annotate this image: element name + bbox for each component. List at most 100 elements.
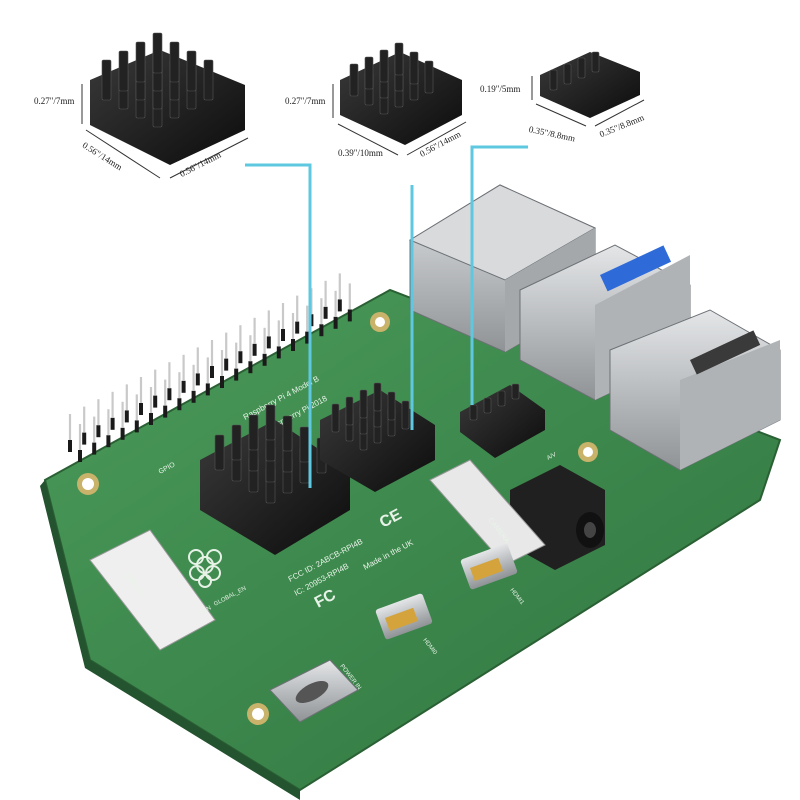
usb3-port-insert	[600, 245, 672, 292]
run-label: RUN	[198, 605, 212, 616]
heatsink-fin	[152, 32, 163, 74]
gpio-pin-base	[234, 368, 239, 381]
heatsink-fins	[349, 42, 434, 115]
gpio-pin-base	[110, 417, 115, 430]
gpio-pin-base	[305, 331, 310, 344]
gpio-pin-base	[92, 442, 97, 455]
gpio-header	[68, 273, 352, 462]
heatsink-fin	[511, 383, 520, 400]
gpio-pin-base	[96, 425, 101, 438]
heatsink-small-on-board	[460, 385, 545, 458]
gpio-pin-base	[262, 353, 267, 366]
hdmi0-port	[375, 593, 433, 640]
leader-line-large	[245, 163, 312, 488]
gpio-pin-base	[68, 440, 72, 452]
heatsink-fin	[345, 396, 354, 426]
gpio-pin-base	[177, 398, 182, 411]
heatsink-fin	[101, 59, 112, 101]
heatsink-fin	[469, 404, 478, 421]
gpio-pin-base	[319, 324, 324, 337]
gpio-pin-base	[181, 380, 186, 393]
gpio-pin-base	[149, 413, 153, 425]
heatsink-fin	[282, 415, 293, 452]
heatsink-fin	[409, 51, 419, 85]
usb2-port-insert	[690, 330, 761, 375]
heatsink-fin	[265, 404, 276, 441]
heatsink-fin	[214, 434, 225, 471]
gpio-pin-base	[337, 299, 342, 312]
heatsink-fin	[331, 403, 340, 433]
gpio-pin-base	[238, 351, 243, 364]
heatsink-fin	[135, 41, 146, 83]
heatsink-fin	[203, 59, 214, 101]
gpio-pin-base	[266, 336, 271, 349]
gpio-pin-base	[139, 403, 143, 415]
heatsink-fin	[359, 389, 368, 419]
heatsink-fin	[387, 391, 396, 421]
gpio-pin-base	[205, 383, 210, 396]
heatsink-fin	[577, 57, 586, 79]
gpio-pin-base	[248, 361, 253, 374]
display-connector	[89, 529, 216, 651]
heatsink-fin	[364, 56, 374, 90]
heatsink-fin	[401, 400, 410, 430]
dim-medium-height: 0.27"/7mm	[285, 96, 326, 106]
usb-ports	[519, 244, 781, 471]
heatsink-fin	[186, 50, 197, 92]
gpio-pin-base	[220, 376, 224, 388]
heatsink-fins	[101, 32, 214, 128]
dim-large-height: 0.27"/7mm	[34, 96, 75, 106]
heatsink-fin	[349, 63, 359, 97]
hdmi1-port	[460, 543, 518, 590]
heatsink-fin	[549, 69, 558, 91]
heatsink-fin	[118, 50, 129, 92]
dim-small-height: 0.19"/5mm	[480, 84, 521, 94]
raspberry-pi-board	[40, 288, 782, 800]
heatsink-fin	[231, 424, 242, 461]
gpio-pin-base	[82, 432, 87, 445]
heatsink-fins	[331, 382, 410, 451]
camera-connector	[429, 459, 546, 566]
raspberry-logo	[188, 549, 222, 588]
gpio-pin-base	[195, 373, 200, 386]
heatsink-fin	[591, 51, 600, 73]
leader-line-small	[470, 145, 528, 405]
gpio-pin-base	[281, 329, 285, 341]
gpio-pin-base	[78, 450, 82, 462]
av-label: A/V	[546, 452, 557, 462]
heatsink-fin	[497, 390, 506, 407]
gpio-pin-base	[120, 427, 125, 440]
heatsink-fin	[299, 426, 310, 463]
usb-c-power-port	[269, 659, 359, 723]
gpio-pin-base	[210, 366, 214, 378]
gpio-pin-base	[163, 405, 168, 418]
heatsink-fin	[379, 49, 389, 83]
gpio-pin-base	[106, 435, 111, 448]
gpio-pin-base	[134, 420, 139, 433]
gpio-pin-base	[333, 316, 338, 329]
gpio-pin-base	[295, 321, 300, 334]
gpio-pin-base	[153, 395, 158, 408]
gpio-pin-base	[252, 343, 257, 356]
gpio-pin-base	[191, 390, 196, 403]
heatsink-fin	[169, 41, 180, 83]
heatsink-fin	[373, 382, 382, 412]
gpio-pin-base	[291, 339, 295, 351]
gpio-pin-base	[347, 309, 352, 322]
gpio-pin-base	[323, 306, 328, 319]
heatsink-fin	[248, 414, 259, 451]
heatsink-fins	[469, 383, 520, 421]
heatsink-fin	[483, 397, 492, 414]
heatsink-fin	[424, 60, 434, 94]
leader-lines	[245, 145, 528, 488]
gpio-pin-base	[167, 388, 172, 401]
gpio-pin-base	[276, 346, 281, 359]
gpio-pin-base	[224, 358, 229, 371]
dimension-arrows	[81, 76, 645, 179]
dim-medium-depth: 0.39"/10mm	[338, 148, 383, 158]
gpio-pin-base	[124, 410, 129, 423]
heatsink-fin	[394, 42, 404, 76]
heatsink-fin	[563, 63, 572, 85]
heatsink-fins	[549, 51, 600, 91]
